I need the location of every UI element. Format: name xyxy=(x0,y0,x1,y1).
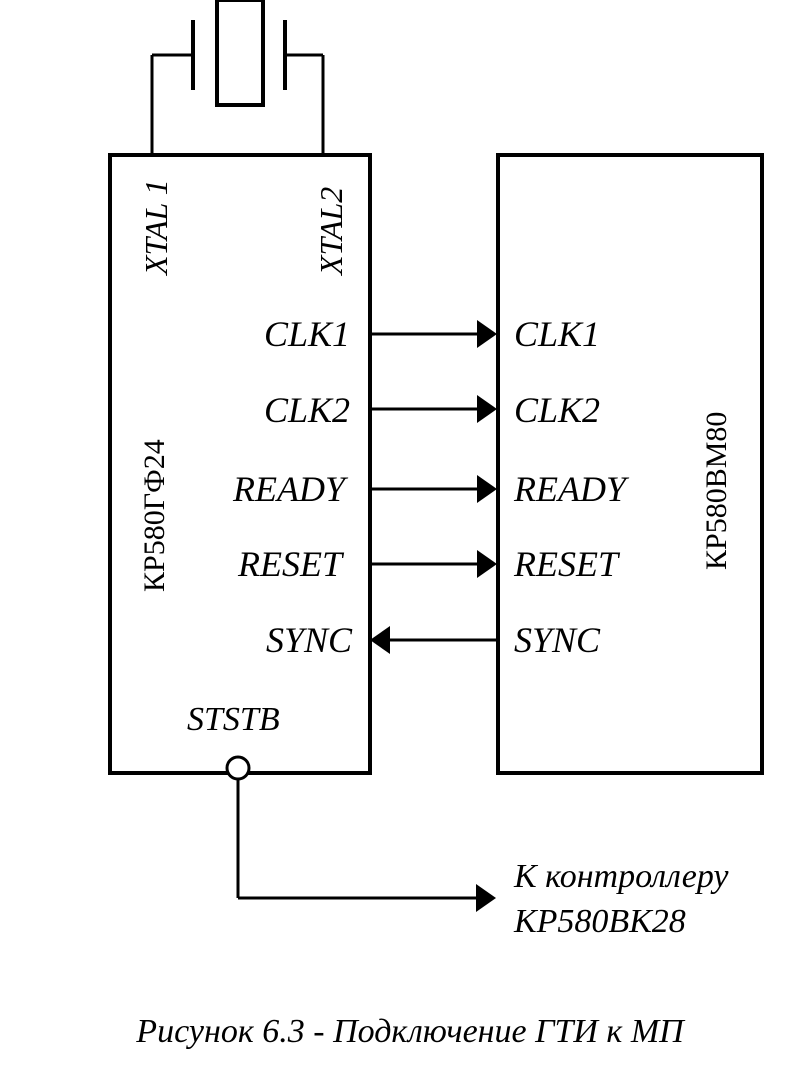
right-pin-sync: SYNC xyxy=(514,620,601,660)
arrow-clk1 xyxy=(477,320,497,348)
xtal1-label: XTAL 1 xyxy=(138,179,174,277)
figure-caption: Рисунок 6.3 - Подключение ГТИ к МП xyxy=(135,1013,686,1050)
controller-label-line2: КР580ВК28 xyxy=(513,903,686,940)
controller-label-line1: К контроллеру xyxy=(513,858,729,895)
left-pin-clk2: CLK2 xyxy=(264,390,350,430)
left-pin-reset: RESET xyxy=(237,544,345,584)
signal-row-sync: SYNC SYNC xyxy=(266,620,601,660)
inversion-bubble xyxy=(225,755,251,781)
right-pin-clk1: CLK1 xyxy=(514,314,600,354)
left-chip-name: КР580ГФ24 xyxy=(138,439,171,592)
arrow-sync xyxy=(370,626,390,654)
left-pin-sync: SYNC xyxy=(266,620,353,660)
signal-row-ready: READY READY xyxy=(232,469,630,509)
arrow-clk2 xyxy=(477,395,497,423)
right-chip-name: КР580ВМ80 xyxy=(700,412,733,570)
arrow-ready xyxy=(477,475,497,503)
left-pin-clk1: CLK1 xyxy=(264,314,350,354)
arrow-ststb xyxy=(476,884,496,912)
signal-row-clk2: CLK2 CLK2 xyxy=(264,390,600,430)
signal-row-reset: RESET RESET xyxy=(237,544,621,584)
right-pin-ready: READY xyxy=(513,469,630,509)
crystal-resonator xyxy=(150,0,325,155)
signal-row-clk1: CLK1 CLK1 xyxy=(264,314,600,354)
xtal2-label: XTAL2 xyxy=(313,187,349,277)
arrow-reset xyxy=(477,550,497,578)
right-pin-reset: RESET xyxy=(513,544,621,584)
right-pin-clk2: CLK2 xyxy=(514,390,600,430)
left-pin-ready: READY xyxy=(232,469,349,509)
right-chip-box xyxy=(496,153,764,775)
ststb-label: STSTB xyxy=(187,701,280,738)
